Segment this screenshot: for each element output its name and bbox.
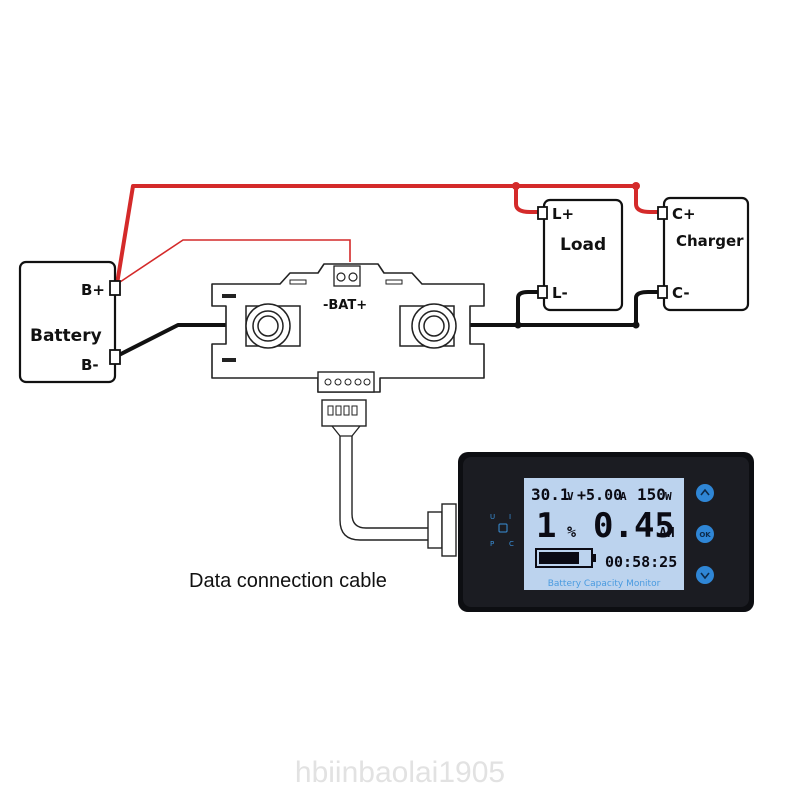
lcd-power-unit: W xyxy=(665,490,672,503)
lcd-time: 00:58:25 xyxy=(605,553,677,571)
lcd-banner: Battery Capacity Monitor xyxy=(548,579,661,589)
load-pos-terminal: L+ xyxy=(552,205,574,223)
lcd-capacity-unit: AH xyxy=(659,526,675,541)
data-cable xyxy=(321,399,457,557)
battery-box: Battery B+ B- xyxy=(18,260,121,384)
positive-wires xyxy=(115,184,660,285)
junction-dot xyxy=(632,182,640,190)
svg-text:U: U xyxy=(490,513,495,521)
junction-dot xyxy=(632,321,640,329)
lcd-voltage-unit: V xyxy=(567,490,574,503)
lcd-battery-icon xyxy=(535,548,596,568)
lcd-power: 150 xyxy=(637,485,666,504)
lcd-percent: 1 xyxy=(536,506,556,546)
load-box: Load L+ L- xyxy=(537,198,624,312)
shunt-label: -BAT+ xyxy=(323,298,367,313)
battery-neg-terminal: B- xyxy=(81,356,99,374)
ok-button[interactable]: OK xyxy=(696,525,714,543)
down-button[interactable] xyxy=(696,566,714,584)
cable-caption: Data connection cable xyxy=(189,570,387,592)
charger-label: Charger xyxy=(676,232,744,250)
lcd-screen xyxy=(524,478,684,590)
lcd-voltage: 30.1 xyxy=(531,485,570,504)
lcd-battery-fill xyxy=(539,552,579,564)
ok-button-label: OK xyxy=(699,531,711,539)
load-label: Load xyxy=(560,235,606,255)
left-bolt xyxy=(245,303,301,349)
display-module: U I P C 30.1 V +5.00 A 150 W 1 % 0.45 AH… xyxy=(458,452,754,612)
lcd-capacity: 0.45 xyxy=(593,506,675,546)
shunt: -BAT+ xyxy=(211,263,485,393)
down-arrow-icon xyxy=(700,572,710,580)
svg-text:P: P xyxy=(490,540,494,548)
watermark: hbiinbaolai1905 xyxy=(295,756,505,789)
up-arrow-icon xyxy=(700,488,710,496)
shunt-connector xyxy=(317,371,375,393)
junction-dot xyxy=(512,182,520,190)
svg-text:I: I xyxy=(509,513,511,521)
charger-pos-terminal: C+ xyxy=(672,205,696,223)
shunt-sense-wire xyxy=(116,239,351,285)
battery-label: Battery xyxy=(30,326,102,346)
lcd-current: +5.00 xyxy=(577,486,622,504)
mode-indicators: U I P C xyxy=(490,513,514,548)
svg-text:C: C xyxy=(509,540,514,548)
junction-dot xyxy=(514,321,522,329)
charger-box: Charger C+ C- xyxy=(657,196,750,312)
negative-wires xyxy=(116,290,660,358)
lcd-percent-unit: % xyxy=(567,523,576,541)
lcd-current-unit: A xyxy=(620,490,627,503)
load-neg-terminal: L- xyxy=(552,284,568,302)
charger-neg-terminal: C- xyxy=(672,284,690,302)
battery-pos-terminal: B+ xyxy=(81,281,105,299)
right-bolt xyxy=(399,303,457,349)
up-button[interactable] xyxy=(696,484,714,502)
